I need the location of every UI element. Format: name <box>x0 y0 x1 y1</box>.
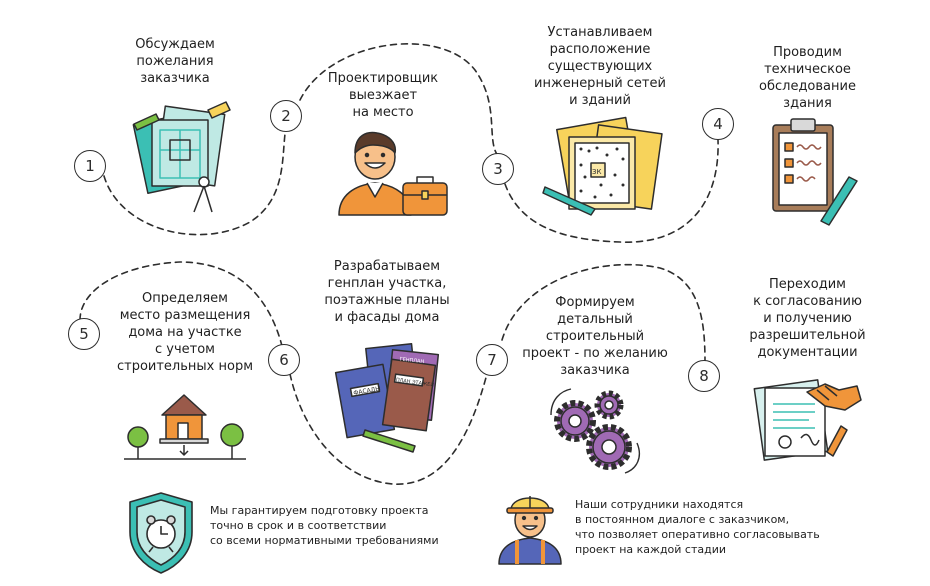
step-6-number: 6 <box>268 344 300 376</box>
step-8-number: 8 <box>688 360 720 392</box>
step-4-text: Проводим техническое обследование здания <box>759 45 856 111</box>
step-1-text: Обсуждаем пожелания заказчика <box>135 37 215 86</box>
step-2-number: 2 <box>270 100 302 132</box>
step-2-text: Проектировщик выезжает на место <box>327 71 439 120</box>
site-map-icon: ЗК <box>542 116 663 216</box>
step-5-number: 5 <box>68 318 100 350</box>
step-7-text: Формируем детальный строительный проект … <box>522 295 668 378</box>
gears-icon <box>550 388 641 474</box>
builder-helmet-icon <box>498 496 562 565</box>
house-plot-icon <box>124 394 246 460</box>
step-8-text: Переходим к согласованию и получению раз… <box>749 277 866 360</box>
dialogue-note: Наши сотрудники находятся в постоянном д… <box>575 498 820 556</box>
handshake-document-icon <box>753 379 862 461</box>
map-mark-label: ЗК <box>592 168 601 176</box>
guarantee-note: Мы гарантируем подготовку проекта точно … <box>210 504 439 547</box>
step-6-text: Разрабатываем генплан участка, поэтажные… <box>324 259 450 325</box>
blueprint-icon <box>132 101 231 213</box>
shield-clock-icon <box>129 492 193 574</box>
project-folders-icon: ФАСАДЫ ПЛАН ЭТАЖЕЙ ГЕНПЛАН <box>334 343 440 453</box>
checklist-clipboard-icon <box>772 118 858 226</box>
step-1-number: 1 <box>74 150 106 182</box>
step-7-number: 7 <box>476 344 508 376</box>
folder-facades-label: ФАСАДЫ <box>353 385 381 397</box>
step-3-text: Устанавливаем расположение существующих … <box>534 25 666 108</box>
step-4-number: 4 <box>702 108 734 140</box>
step-3-number: 3 <box>482 153 514 185</box>
folder-genplan-label: ГЕНПЛАН <box>399 357 424 366</box>
step-5-text: Определяем место размещения дома на учас… <box>116 291 254 374</box>
engineer-briefcase-icon <box>338 131 448 216</box>
